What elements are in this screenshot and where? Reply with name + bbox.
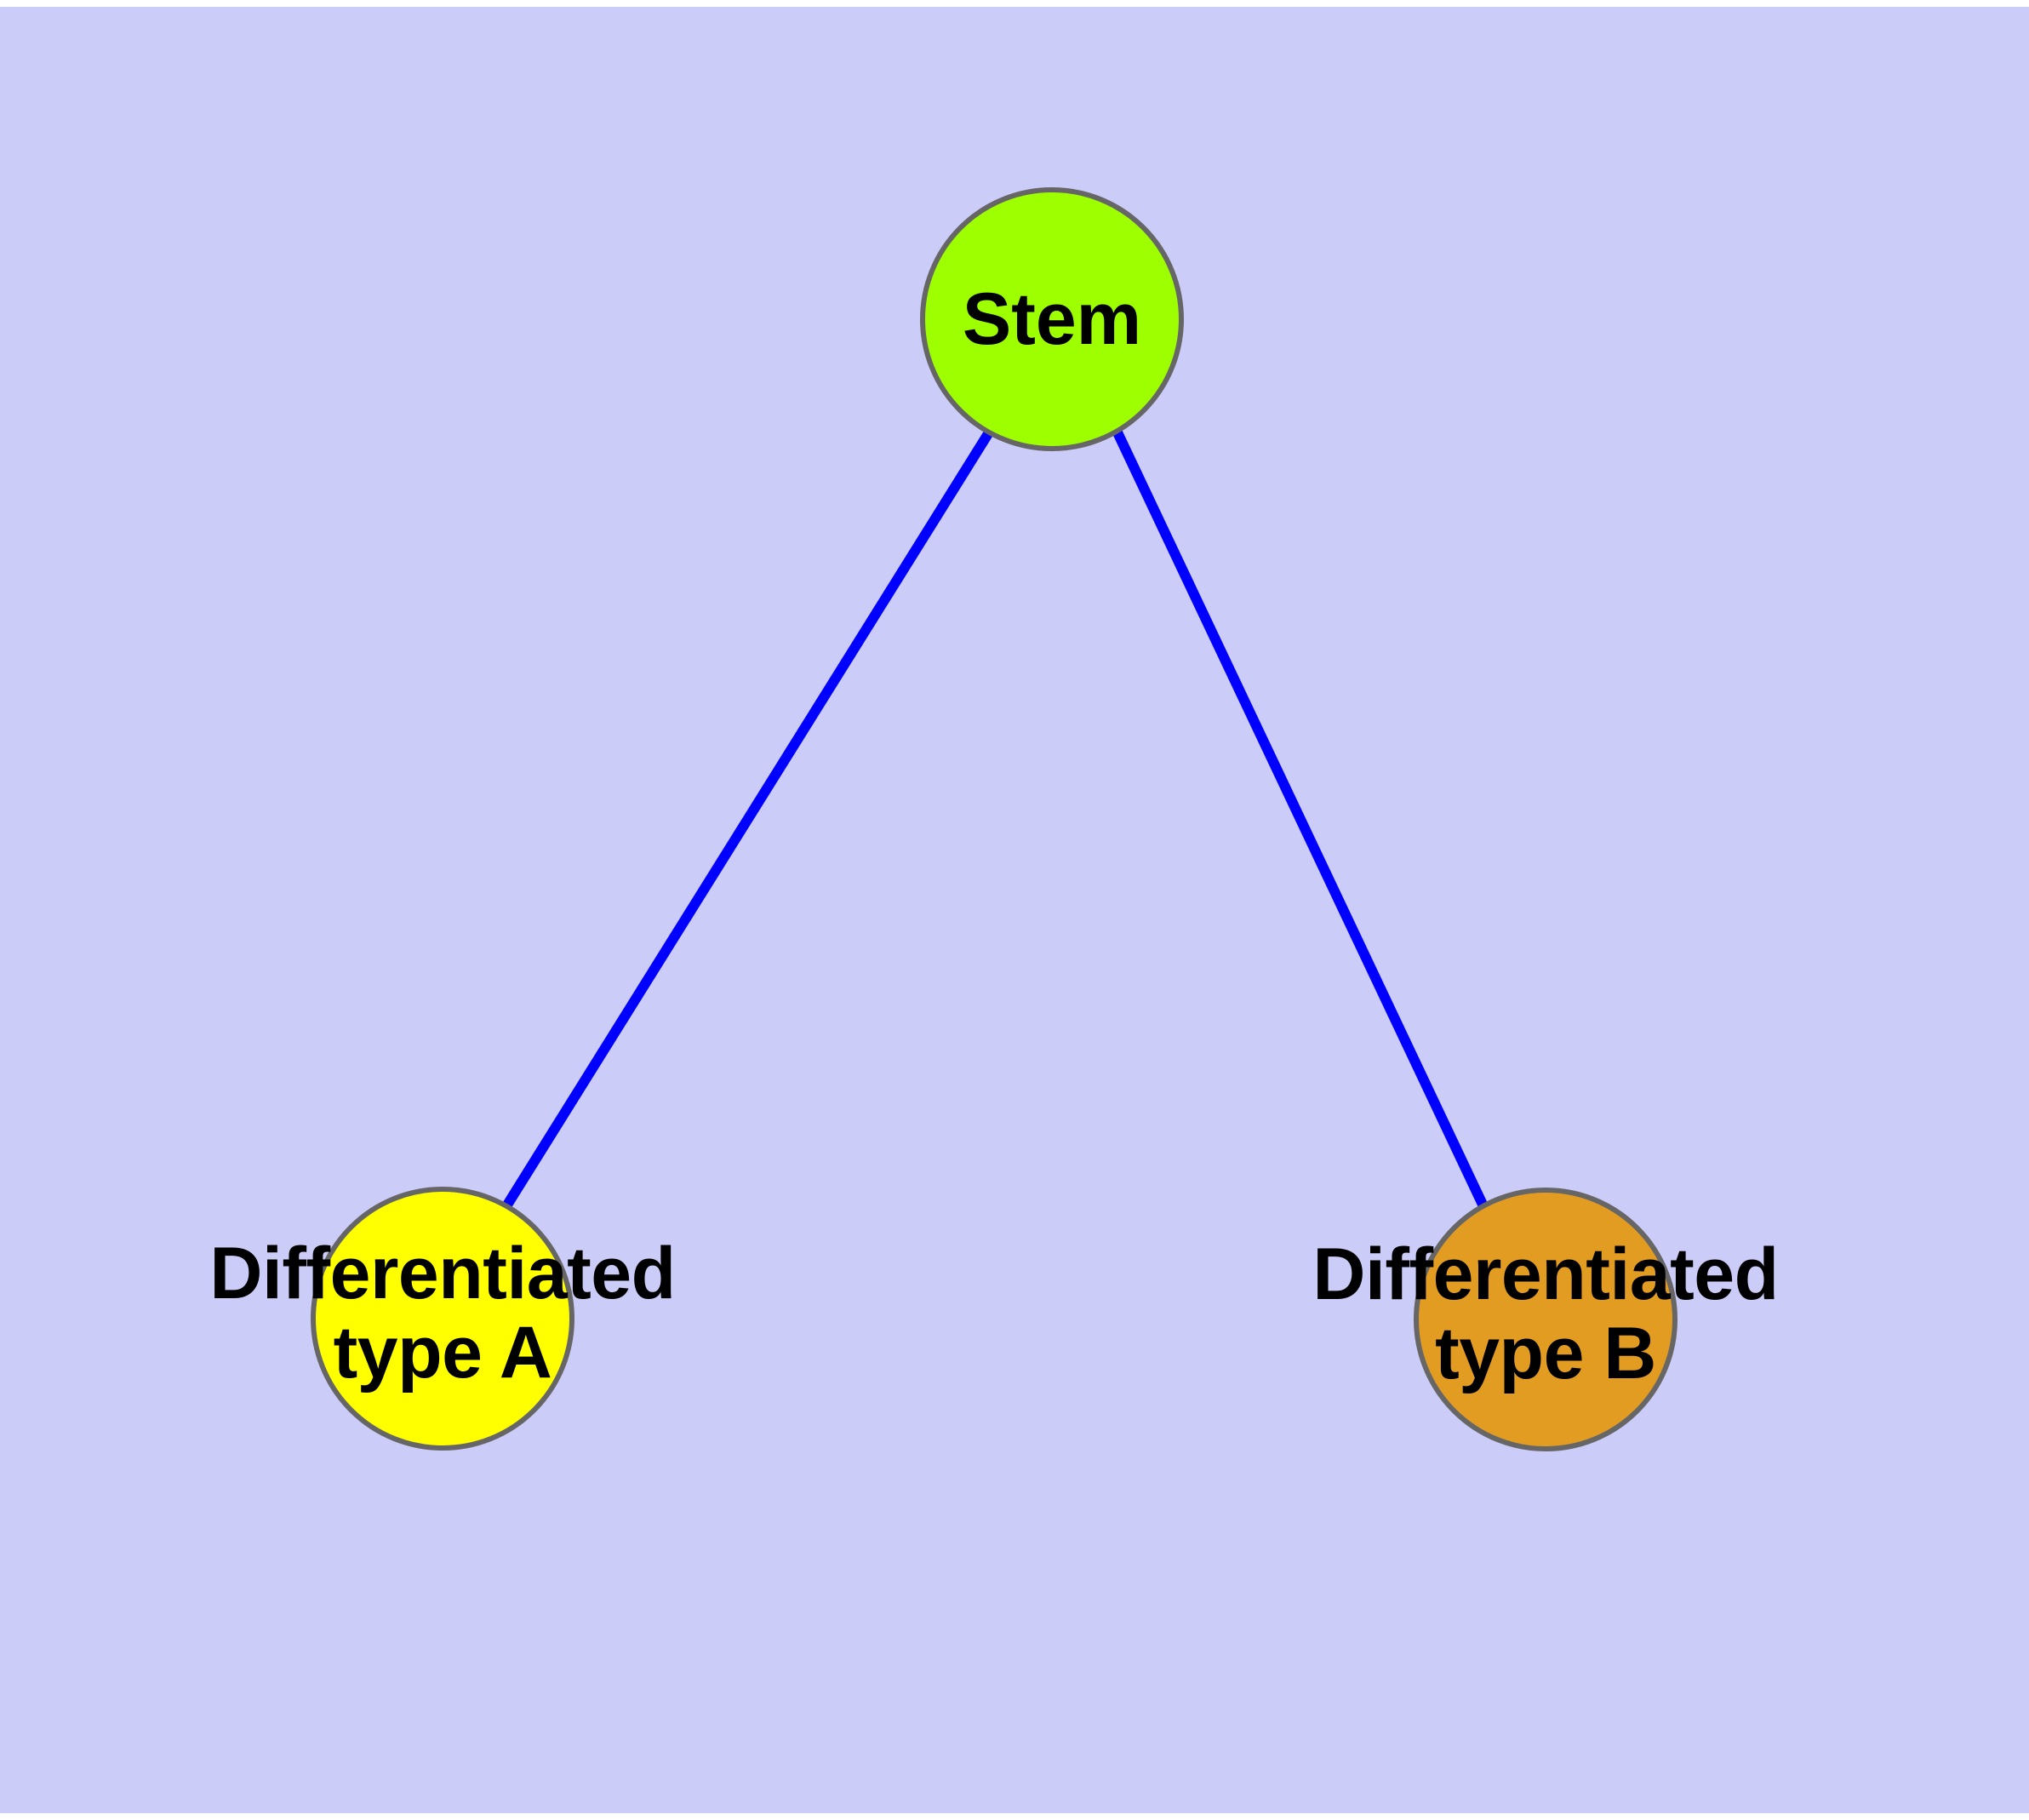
node-stem-circle[interactable] xyxy=(920,187,1184,451)
node-layer xyxy=(311,187,1677,1451)
edge-stem-to-diff-a xyxy=(501,429,994,1210)
node-diff-b-circle[interactable] xyxy=(1414,1188,1677,1451)
node-diff-a-circle[interactable] xyxy=(311,1187,574,1451)
edge-stem-to-diff-b xyxy=(1112,430,1489,1209)
edge-layer xyxy=(501,429,1489,1210)
